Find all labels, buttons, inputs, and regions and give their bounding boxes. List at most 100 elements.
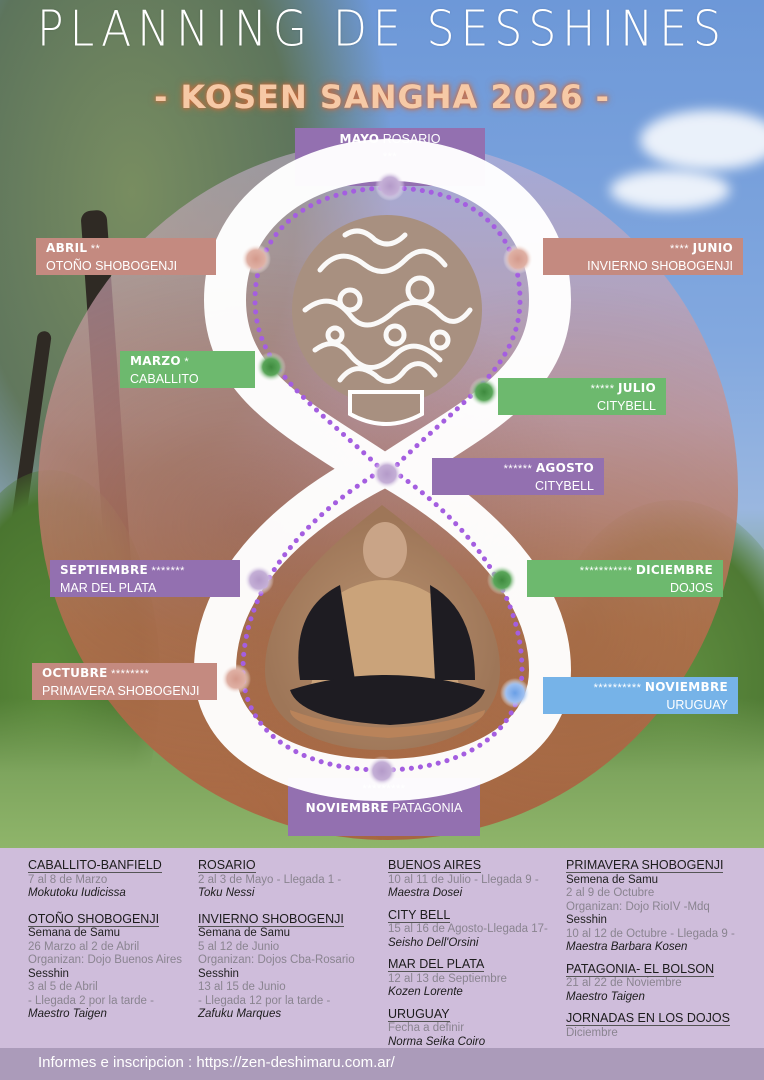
month-name: DICIEMBRE	[635, 563, 713, 577]
poster-title: PLANNING DE SESSHINES	[37, 0, 727, 59]
event-heading: INVIERNO SHOBOGENJI	[198, 911, 344, 927]
month-name: JUNIO	[692, 241, 733, 255]
label-octubre: OCTUBRE ******** PRIMAVERA SHOBOGENJI	[32, 663, 217, 700]
event-dates: 12 al 13 de Septiembre	[388, 972, 507, 985]
sesshin-label: Sesshin	[28, 967, 69, 980]
location-name: CITYBELL	[596, 399, 656, 413]
sesshin-dates: 3 al 5 de Abril	[28, 981, 98, 993]
label-agosto: ****** AGOSTO CITYBELL	[432, 458, 604, 495]
stars: ******	[503, 463, 533, 475]
location-name: URUGUAY	[666, 698, 728, 712]
label-mayo: MAYO ROSARIO ***	[295, 128, 485, 186]
event-heading: JORNADAS EN LOS DOJOS	[566, 1011, 730, 1026]
samu-dates: 5 al 12 de Junio	[198, 940, 280, 953]
samu-dates: 26 Marzo al 2 de Abril	[28, 940, 140, 953]
organizers: Organizan: Dojo RioIV -Mdq	[566, 900, 710, 913]
event-teacher: Kozen Lorente	[388, 986, 463, 998]
label-diciembre: *********** DICIEMBRE DOJOS	[527, 560, 723, 597]
location-name: DOJOS	[669, 581, 713, 595]
label-abril: ABRIL ** OTOÑO SHOBOGENJI	[36, 238, 216, 275]
info-column-4: PRIMAVERA SHOBOGENJI Semena de Samu 2 al…	[566, 856, 735, 1040]
event-teacher: Mokutoku Iudicissa	[28, 887, 126, 899]
stars: *	[184, 356, 190, 368]
stars: ***********	[579, 565, 633, 577]
event-dates: 2 al 3 de Mayo - Llegada 1 -	[198, 873, 342, 886]
arrival-note: - Llegada 2 por la tarde -	[28, 994, 154, 1007]
month-name: ABRIL	[46, 241, 88, 255]
info-column-3: BUENOS AIRES 10 al 11 de Julio - Llegada…	[388, 856, 548, 1049]
stars: ********	[111, 668, 150, 680]
stars: *********	[362, 783, 406, 795]
event-heading: CITY BELL	[388, 907, 451, 923]
label-septiembre: SEPTIEMBRE ******* MAR DEL PLATA	[50, 560, 240, 597]
event-heading: URUGUAY	[388, 1006, 450, 1022]
event-dates: Diciembre	[566, 1026, 618, 1039]
month-name: NOVIEMBRE	[305, 801, 389, 815]
event-teacher: Maestro Taigen	[566, 990, 645, 1003]
month-name: NOVIEMBRE	[644, 680, 728, 694]
event-heading: OTOÑO SHOBOGENJI	[28, 911, 160, 927]
stars: ****	[669, 243, 690, 255]
event-teacher: Maestra Barbara Kosen	[566, 941, 688, 953]
label-noviembre-uruguay: ********** NOVIEMBRE URUGUAY	[543, 677, 738, 714]
event-teacher: Maestra Dosei	[388, 887, 463, 899]
samu-label: Semena de Samu	[566, 873, 659, 886]
month-name: SEPTIEMBRE	[60, 563, 149, 577]
event-dates: 21 al 22 de Noviembre	[566, 977, 682, 989]
label-julio: ***** JULIO CITYBELL	[498, 378, 666, 415]
event-dates: 10 al 11 de Julio - Llegada 9 -	[388, 873, 539, 886]
month-name: OCTUBRE	[42, 666, 108, 680]
organizers: Organizan: Dojos Cba-Rosario	[198, 954, 355, 966]
sesshin-dates: 13 al 15 de Junio	[198, 981, 286, 993]
label-noviembre-patagonia: ********* NOVIEMBRE PATAGONIA	[288, 778, 480, 836]
schedule-details: CABALLITO-BANFIELD 7 al 8 de Marzo Mokut…	[0, 848, 764, 1048]
location-name: ROSARIO	[382, 132, 441, 146]
event-heading: ROSARIO	[198, 858, 256, 873]
samu-label: Semana de Samu	[198, 927, 291, 939]
month-name: MARZO	[130, 354, 181, 368]
organizers: Organizan: Dojo Buenos Aires	[28, 954, 183, 966]
event-dates: 15 al 16 de Agosto-Llegada 17-	[388, 923, 548, 935]
stars: **********	[593, 682, 642, 694]
location-name: CITYBELL	[534, 479, 594, 493]
month-name: AGOSTO	[535, 461, 594, 475]
sesshin-dates: 10 al 12 de Octubre - Llegada 9 -	[566, 927, 735, 940]
event-teacher: Seisho Dell'Orsini	[388, 936, 479, 949]
location-name: MAR DEL PLATA	[60, 581, 157, 595]
month-name: MAYO	[339, 132, 380, 146]
stars: *****	[590, 383, 615, 395]
event-teacher: Maestro Taigen	[28, 1008, 107, 1020]
info-column-1: CABALLITO-BANFIELD 7 al 8 de Marzo Mokut…	[28, 856, 182, 1022]
label-junio: **** JUNIO INVIERNO SHOBOGENJI	[543, 238, 743, 275]
event-teacher: Norma Seika Coiro	[388, 1035, 486, 1048]
samu-dates: 2 al 9 de Octubre	[566, 887, 655, 899]
cloud	[640, 110, 764, 170]
event-heading: CABALLITO-BANFIELD	[28, 858, 162, 873]
event-heading: PATAGONIA- EL BOLSON	[566, 961, 715, 977]
month-name: JULIO	[617, 381, 656, 395]
stars: **	[90, 243, 101, 255]
event-heading: BUENOS AIRES	[388, 858, 482, 873]
arrival-note: - Llegada 12 por la tarde -	[198, 994, 331, 1007]
cloud	[610, 170, 730, 210]
sesshin-label: Sesshin	[566, 914, 607, 926]
stars: *******	[151, 565, 185, 577]
event-teacher: Toku Nessi	[198, 887, 255, 899]
location-name: OTOÑO SHOBOGENJI	[46, 259, 178, 273]
location-name: CABALLITO	[130, 372, 199, 386]
poster-subtitle: - KOSEN SANGHA 2026 -	[154, 78, 610, 116]
event-heading: PRIMAVERA SHOBOGENJI	[566, 858, 724, 873]
stars: ***	[382, 151, 398, 163]
samu-label: Semana de Samu	[28, 927, 121, 939]
footer-contact-link[interactable]: Informes e inscripcion : https://zen-des…	[0, 1048, 764, 1080]
event-dates: Fecha a definir	[388, 1022, 465, 1034]
event-teacher: Zafuku Marques	[198, 1008, 282, 1020]
location-name: PATAGONIA	[392, 801, 463, 815]
event-dates: 7 al 8 de Marzo	[28, 873, 108, 886]
sesshin-label: Sesshin	[198, 967, 239, 980]
info-column-2: ROSARIO 2 al 3 de Mayo - Llegada 1 - Tok…	[198, 856, 355, 1022]
location-name: INVIERNO SHOBOGENJI	[587, 259, 733, 273]
location-name: PRIMAVERA SHOBOGENJI	[42, 684, 200, 698]
event-heading: MAR DEL PLATA	[388, 957, 485, 972]
label-marzo: MARZO * CABALLITO	[120, 351, 255, 388]
